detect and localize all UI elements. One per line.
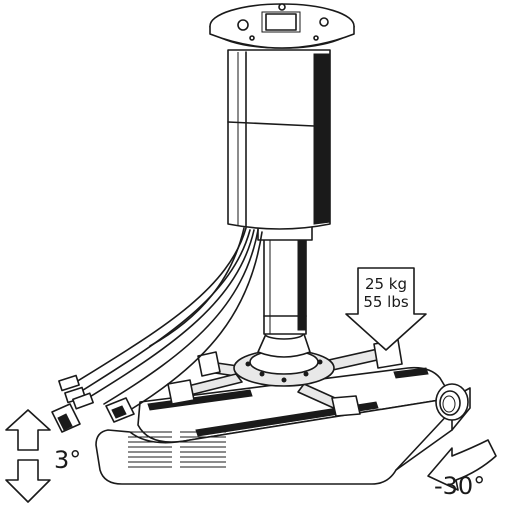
vent-grille-left [128,431,172,468]
ceiling-plate [209,3,355,49]
swivel-angle-label: -30° [434,472,485,500]
load-kg-label: 25 kg [365,275,407,293]
projector-lens [435,383,469,421]
load-arrow: 25 kg 55 lbs [345,267,427,351]
tilt-down-arrow-icon [5,459,51,503]
lower-extension-pole [257,225,313,335]
tilt-up-arrow-icon [5,409,51,451]
upper-pole [227,49,331,230]
swivel-arrow-icon: -30° [427,439,497,500]
tilt-angle-label: 3° [54,446,81,474]
cable-bundle [75,227,263,411]
tilt-arrows: 3° [5,409,81,503]
cable-connectors [51,374,135,433]
projector [95,366,471,485]
load-lbs-label: 55 lbs [363,293,409,311]
spider-bracket [167,339,403,417]
